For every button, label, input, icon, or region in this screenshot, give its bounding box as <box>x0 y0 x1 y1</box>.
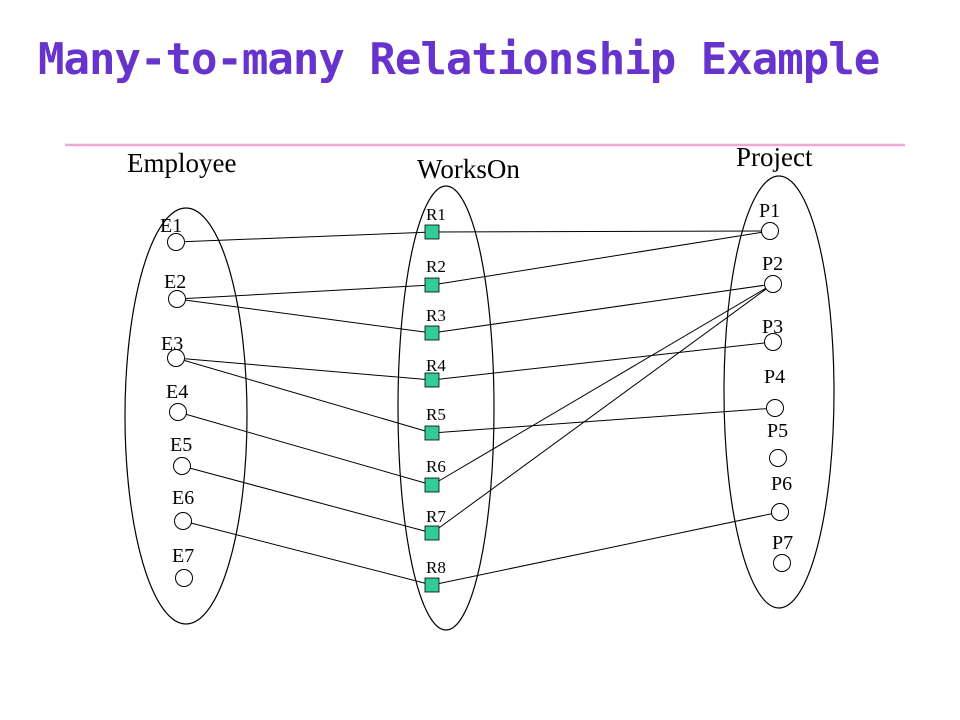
employee-relationship-link <box>176 298 433 334</box>
relationship-project-link <box>431 283 774 534</box>
relationship-node <box>424 577 440 593</box>
employee-relationship-link <box>181 465 433 534</box>
employee-label: E5 <box>170 434 192 456</box>
project-label: P4 <box>764 366 785 388</box>
page-title: Many-to-many Relationship Example <box>38 34 880 85</box>
relationship-project-link <box>431 230 771 233</box>
employee-node <box>173 457 191 475</box>
relationship-label: R1 <box>426 205 446 224</box>
project-label: P2 <box>762 253 783 275</box>
employee-relationship-link <box>177 411 433 486</box>
project-node <box>769 449 787 467</box>
relationship-node <box>424 425 440 441</box>
relationship-project-link <box>431 283 774 486</box>
employee-set-title: Employee <box>127 148 236 178</box>
employee-label: E3 <box>161 333 183 355</box>
employee-node <box>168 290 186 308</box>
employee-label: E1 <box>160 215 182 237</box>
employee-node <box>167 233 185 251</box>
project-node <box>761 222 779 240</box>
employee-relationship-link <box>175 357 433 434</box>
employee-set-ellipse <box>124 207 248 625</box>
relationship-label: R7 <box>426 507 446 526</box>
links-layer <box>175 230 781 586</box>
relationship-label: R2 <box>426 257 446 276</box>
employee-node <box>175 569 193 587</box>
project-node <box>766 399 784 417</box>
relationship-label: R5 <box>426 405 446 424</box>
employee-node <box>169 403 187 421</box>
employee-label: E6 <box>172 487 194 509</box>
relationship-node <box>424 372 440 388</box>
employee-relationship-link <box>175 357 433 381</box>
relationship-project-link <box>431 230 771 286</box>
relationship-project-link <box>431 283 774 334</box>
relationship-node <box>424 277 440 293</box>
relationship-label: R4 <box>426 356 446 375</box>
relationship-node <box>424 477 440 493</box>
relationship-project-link <box>431 511 781 586</box>
project-set-title: Project <box>736 142 813 172</box>
employee-node <box>167 349 185 367</box>
project-node <box>771 503 789 521</box>
project-label: P5 <box>767 420 788 442</box>
employee-relationship-link <box>182 520 433 586</box>
project-node <box>764 275 782 293</box>
relationship-project-link <box>431 407 776 434</box>
relationship-node <box>424 525 440 541</box>
relationship-label: R8 <box>426 558 446 577</box>
project-set-ellipse <box>723 175 835 609</box>
employee-label: E7 <box>172 545 194 567</box>
project-label: P6 <box>771 473 792 495</box>
relationship-label: R3 <box>426 306 446 325</box>
project-label: P7 <box>772 532 793 554</box>
employee-relationship-link <box>175 231 433 243</box>
employee-label: E4 <box>166 381 188 403</box>
project-node <box>764 333 782 351</box>
employee-node <box>174 512 192 530</box>
relationship-node <box>424 224 440 240</box>
project-label: P3 <box>762 316 783 338</box>
employee-relationship-link <box>176 284 433 300</box>
relationship-project-link <box>431 341 774 381</box>
relationship-label: R6 <box>426 457 446 476</box>
workson-set-title: WorksOn <box>417 154 520 184</box>
employee-label: E2 <box>164 271 186 293</box>
relationship-node <box>424 325 440 341</box>
workson-set-ellipse <box>397 185 495 631</box>
project-node <box>773 554 791 572</box>
project-label: P1 <box>759 200 780 222</box>
